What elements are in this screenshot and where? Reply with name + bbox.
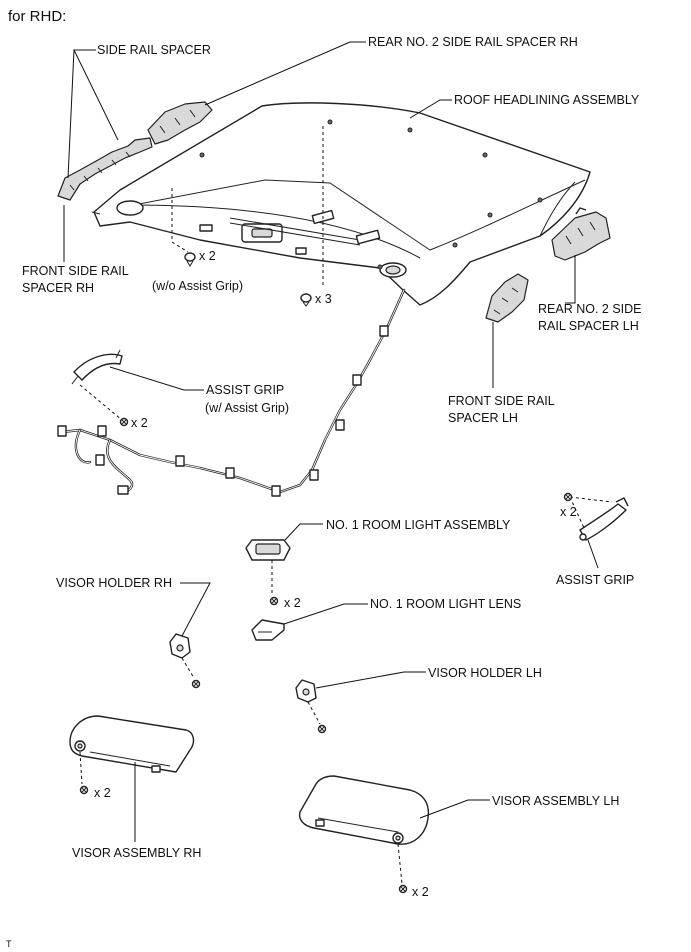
assist-grip-upper xyxy=(71,349,123,385)
visor-holder-lh xyxy=(295,679,317,703)
qty-visor-rh-screw: x 2 xyxy=(94,786,111,800)
qty-room-light-screw: x 2 xyxy=(284,596,301,610)
dash-visor-rh xyxy=(79,751,83,785)
label-rear-no2-lh-line2: RAIL SPACER LH xyxy=(538,319,639,333)
label-visor-holder-lh: VISOR HOLDER LH xyxy=(428,666,542,680)
dash-visor-holder-lh xyxy=(307,701,321,725)
corner-mark: T xyxy=(6,939,12,949)
leader-side-rail-spacer xyxy=(73,49,119,141)
label-assist-grip-w: ASSIST GRIP xyxy=(206,383,284,397)
leader-assist-grip xyxy=(587,539,599,569)
label-assist-grip: ASSIST GRIP xyxy=(556,573,634,587)
label-no1-room-light-lens: NO. 1 ROOM LIGHT LENS xyxy=(370,597,521,611)
clip-icon xyxy=(300,293,312,307)
leader-visor-holder-lh xyxy=(315,671,426,689)
front-side-rail-spacer-lh xyxy=(485,273,529,323)
dash-assist-grip xyxy=(569,496,613,503)
label-no1-room-light-assembly: NO. 1 ROOM LIGHT ASSEMBLY xyxy=(326,518,511,532)
no1-room-light-lens xyxy=(251,619,285,641)
visor-assembly-lh xyxy=(298,775,430,845)
screw-icon xyxy=(563,492,573,502)
leader-rear-no2-lh xyxy=(565,255,576,304)
rear-no2-side-rail-spacer-lh xyxy=(551,207,611,261)
dash-assist-grip-w xyxy=(79,384,123,421)
label-roof-headlining-assembly: ROOF HEADLINING ASSEMBLY xyxy=(454,93,640,107)
leader-room-light-lens xyxy=(283,603,368,625)
leader-rear-no2-rh xyxy=(204,41,366,106)
dash-clip-wo-grip xyxy=(171,188,189,253)
screw-icon xyxy=(269,596,279,606)
side-rail-spacer xyxy=(57,137,153,201)
label-front-side-rail-spacer-rh-line1: FRONT SIDE RAIL xyxy=(22,264,129,278)
label-visor-assembly-rh: VISOR ASSEMBLY RH xyxy=(72,846,201,860)
qty-clip-headlining: x 3 xyxy=(315,292,332,306)
dash-visor-lh xyxy=(397,843,403,885)
qty-screw-assist-grip-w: x 2 xyxy=(131,416,148,430)
leader-room-light-assembly xyxy=(284,523,323,541)
clip-icon xyxy=(184,252,196,267)
dash-visor-holder-rh xyxy=(181,657,195,679)
screw-icon xyxy=(79,785,89,795)
leader-visor-holder-rh xyxy=(180,582,211,637)
qty-clip-wo-grip: x 2 xyxy=(199,249,216,263)
qty-assist-grip-screw: x 2 xyxy=(560,505,577,519)
label-visor-assembly-lh: VISOR ASSEMBLY LH xyxy=(492,794,619,808)
screw-icon xyxy=(398,884,408,894)
visor-assembly-rh xyxy=(69,715,195,773)
leader-roof-headlining xyxy=(409,99,452,119)
label-w-assist-grip: (w/ Assist Grip) xyxy=(205,401,289,415)
roof-headlining-assembly xyxy=(91,102,591,306)
screw-icon xyxy=(119,417,129,427)
page-heading: for RHD: xyxy=(8,8,66,25)
visor-holder-rh xyxy=(169,633,191,659)
leader-assist-grip-w xyxy=(109,366,204,391)
label-rear-no2-lh-line1: REAR NO. 2 SIDE xyxy=(538,302,642,316)
screw-icon xyxy=(191,679,201,689)
leader-side-rail-spacer-2 xyxy=(67,49,75,179)
label-visor-holder-rh: VISOR HOLDER RH xyxy=(56,576,172,590)
leader-visor-assembly-lh xyxy=(419,799,490,819)
rear-no2-side-rail-spacer-rh xyxy=(147,101,213,145)
label-front-side-rail-lh-line2: SPACER LH xyxy=(448,411,518,425)
label-front-side-rail-lh-line1: FRONT SIDE RAIL xyxy=(448,394,555,408)
label-wo-assist-grip: (w/o Assist Grip) xyxy=(152,279,243,293)
qty-visor-lh-screw: x 2 xyxy=(412,885,429,899)
label-side-rail-spacer: SIDE RAIL SPACER xyxy=(97,43,211,57)
assist-grip-right xyxy=(579,497,629,541)
label-front-side-rail-spacer-rh-line2: SPACER RH xyxy=(22,281,94,295)
screw-icon xyxy=(317,724,327,734)
no1-room-light-assembly xyxy=(245,539,291,561)
wire-harness xyxy=(57,288,406,497)
label-rear-no2-side-rail-spacer-rh: REAR NO. 2 SIDE RAIL SPACER RH xyxy=(368,35,578,49)
